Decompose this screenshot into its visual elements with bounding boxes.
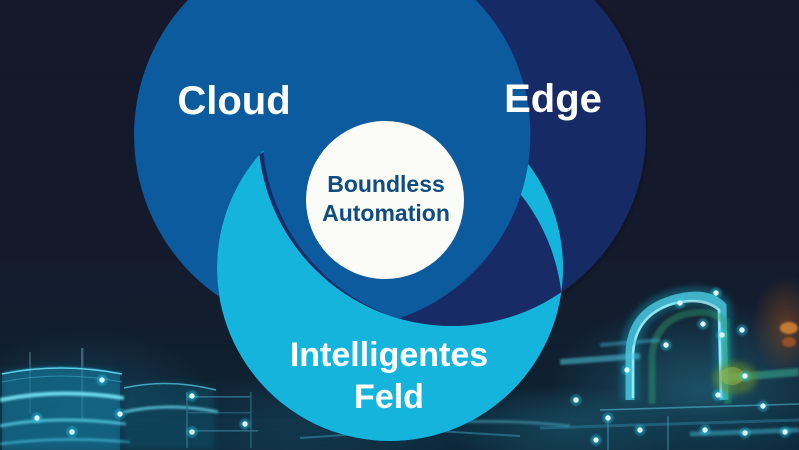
node-dot [782,429,788,435]
node-dot [702,427,708,433]
node-dot [624,367,630,373]
node-dot [69,429,75,435]
node-dot [573,397,579,403]
node-dot [742,373,748,379]
node-dot [742,430,748,436]
node-dot [605,415,611,421]
node-dot [34,415,40,421]
node-dot [117,411,123,417]
node-dot [715,392,721,398]
node-dot [760,403,766,409]
node-dot [663,342,669,348]
node-dot [593,437,599,443]
node-dot [739,327,745,333]
node-dot [242,421,248,427]
node-dot [99,377,105,383]
node-dot [719,332,725,338]
node-dot [677,300,683,306]
node-dot [189,429,195,435]
node-dot [700,321,706,327]
node-dot [637,427,643,433]
node-dot [713,290,719,296]
node-dot [189,393,195,399]
